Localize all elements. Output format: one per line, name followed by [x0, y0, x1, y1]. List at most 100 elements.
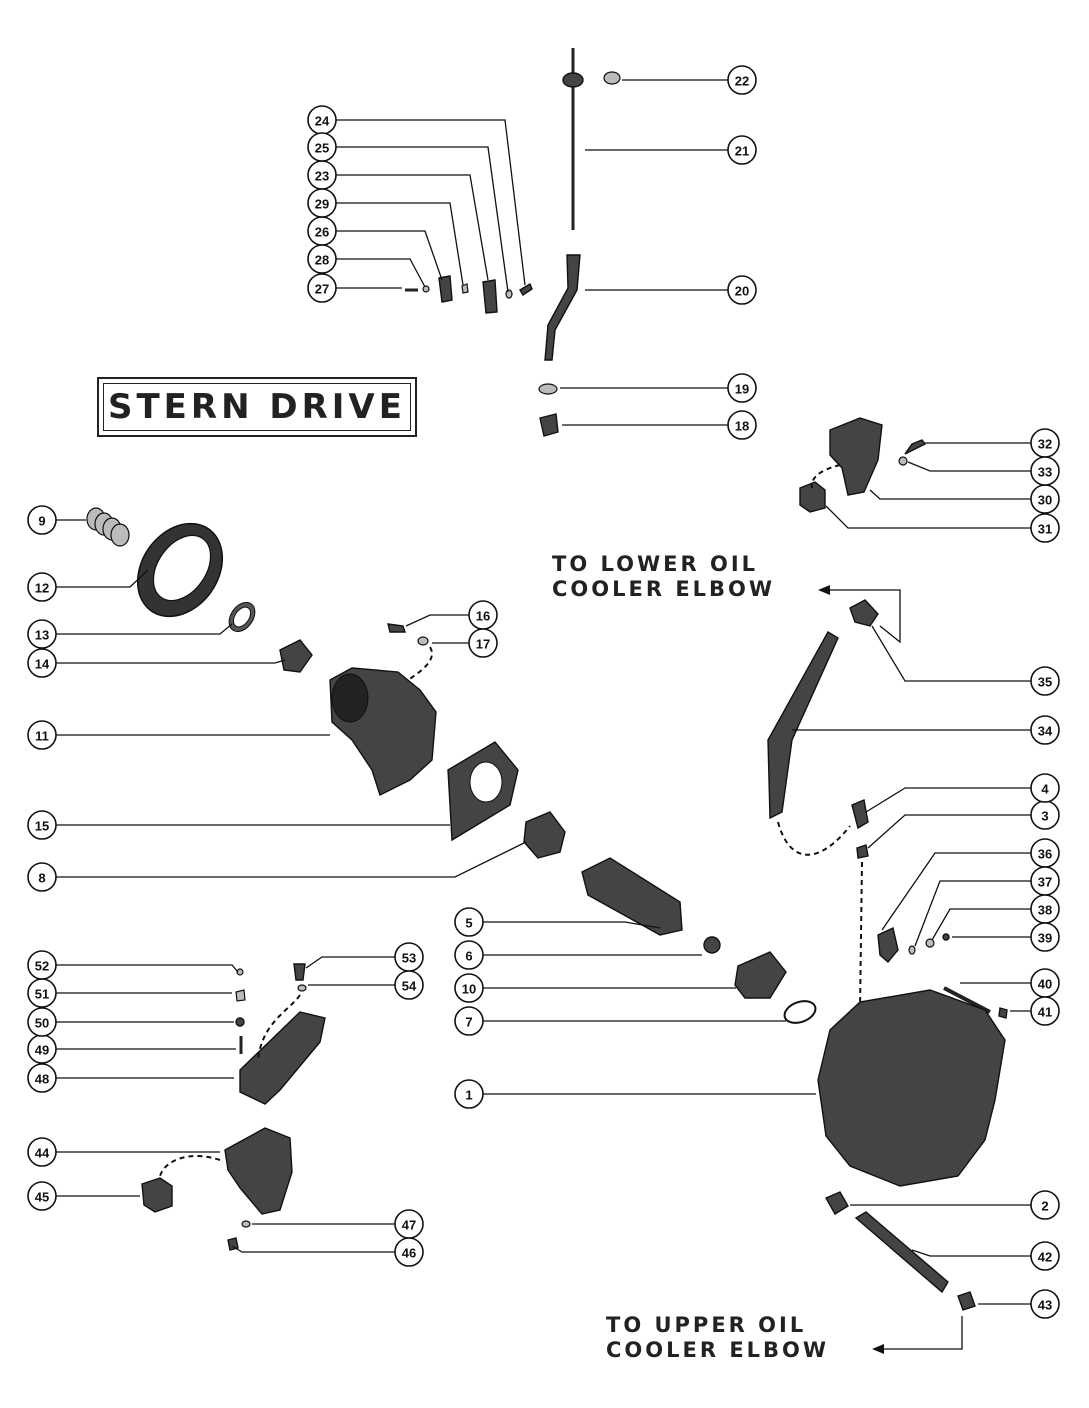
callout-bubble-35 — [1030, 666, 1060, 696]
lower-note-line-2: COOLER ELBOW — [552, 577, 776, 601]
callout-bubble-1 — [454, 1079, 484, 1109]
callout-33: 33 — [907, 456, 1060, 486]
part-6-nut — [703, 936, 721, 954]
part-3-dash — [859, 861, 863, 1011]
callout-number-48: 48 — [35, 1072, 49, 1087]
callout-bubble-31 — [1030, 513, 1060, 543]
callout-1: 1 — [454, 1079, 816, 1109]
leader-line-8 — [56, 841, 527, 878]
callout-42: 42 — [911, 1241, 1060, 1271]
callout-bubble-10 — [454, 973, 484, 1003]
callout-2: 2 — [850, 1190, 1060, 1220]
callout-bubble-33 — [1030, 456, 1060, 486]
part-43-elbow — [957, 1291, 976, 1311]
part-5-shaft — [581, 857, 683, 936]
callout-21: 21 — [585, 135, 757, 165]
part-40-stud — [943, 986, 991, 1014]
upper-oil-cooler-note: TO UPPER OIL COOLER ELBOW — [606, 1313, 829, 1363]
callout-number-2: 2 — [1041, 1199, 1048, 1214]
callout-32: 32 — [925, 428, 1060, 458]
leader-line-35 — [871, 625, 1031, 682]
callout-24: 24 — [307, 105, 526, 286]
callout-bubble-50 — [27, 1007, 57, 1037]
callout-43: 43 — [978, 1289, 1060, 1319]
callout-number-7: 7 — [465, 1015, 472, 1030]
title-inner-border: STERN DRIVE — [103, 383, 411, 431]
leader-line-12 — [56, 569, 149, 588]
callout-13: 13 — [27, 619, 233, 649]
callout-number-18: 18 — [735, 419, 749, 434]
part-20-tube — [544, 254, 581, 361]
lower-oil-cooler-note: TO LOWER OIL COOLER ELBOW — [552, 552, 775, 602]
callout-bubble-44 — [27, 1137, 57, 1167]
part-54 — [297, 984, 307, 992]
part-1-housing — [817, 989, 1006, 1187]
callout-7: 7 — [454, 1006, 786, 1036]
callout-number-32: 32 — [1038, 437, 1052, 452]
callout-8: 8 — [27, 841, 527, 892]
part-17-washer — [417, 636, 429, 646]
callout-6: 6 — [454, 940, 702, 970]
leader-line-26 — [336, 230, 443, 281]
part-52 — [236, 968, 244, 976]
leader-line-29 — [336, 202, 464, 286]
callout-number-5: 5 — [465, 916, 472, 931]
part-46-screw — [227, 1237, 239, 1251]
callout-54: 54 — [308, 970, 424, 1000]
callout-number-35: 35 — [1038, 675, 1052, 690]
part-31-bushing — [799, 481, 826, 513]
callout-bubble-39 — [1030, 922, 1060, 952]
title-box: STERN DRIVE — [97, 377, 417, 437]
callout-bubble-17 — [468, 628, 498, 658]
callout-bubble-41 — [1030, 996, 1060, 1026]
callout-bubble-34 — [1030, 715, 1060, 745]
callout-49: 49 — [27, 1034, 236, 1064]
part-34-hose — [767, 631, 839, 820]
callout-51: 51 — [27, 978, 232, 1008]
callout-bubble-21 — [727, 135, 757, 165]
leader-line-31 — [825, 505, 1031, 529]
callout-bubble-28 — [307, 244, 337, 274]
lower-note-line-1: TO LOWER OIL — [552, 552, 759, 576]
callout-number-1: 1 — [465, 1088, 472, 1103]
part-33-washer — [898, 456, 908, 466]
leader-line-30 — [869, 489, 1031, 500]
callout-35: 35 — [871, 625, 1060, 696]
callout-number-14: 14 — [35, 657, 50, 672]
leader-line-37 — [914, 880, 1031, 947]
callout-bubble-27 — [307, 273, 337, 303]
callout-bubble-4 — [1030, 773, 1060, 803]
part-48-bracket — [239, 1011, 326, 1105]
callout-number-19: 19 — [735, 382, 749, 397]
callout-bubble-15 — [27, 810, 57, 840]
part-drawings — [86, 48, 1008, 1354]
callout-3: 3 — [867, 800, 1060, 849]
part-32-screw — [904, 439, 927, 455]
part-51 — [235, 989, 246, 1002]
part-28 — [422, 285, 430, 293]
callout-31: 31 — [825, 505, 1060, 543]
callout-number-46: 46 — [402, 1246, 416, 1261]
callout-number-43: 43 — [1038, 1298, 1052, 1313]
callout-36: 36 — [881, 838, 1060, 931]
page-title: STERN DRIVE — [108, 387, 406, 427]
part-10-bearing — [734, 951, 787, 999]
part-47-washer — [241, 1220, 251, 1228]
callout-number-11: 11 — [35, 729, 49, 744]
leader-line-52 — [56, 964, 239, 973]
part-38 — [925, 938, 935, 948]
part-16-screw — [387, 623, 406, 633]
callout-number-23: 23 — [315, 169, 329, 184]
callout-number-8: 8 — [38, 871, 45, 886]
part-4-fitting — [851, 799, 869, 830]
part-7-snapring — [783, 1000, 817, 1024]
callout-46: 46 — [231, 1237, 424, 1267]
callout-25: 25 — [307, 132, 509, 293]
part-45-bushing — [141, 1177, 173, 1213]
part-36 — [877, 926, 899, 963]
callout-40: 40 — [960, 968, 1060, 998]
callout-number-52: 52 — [35, 959, 49, 974]
part-26 — [438, 275, 453, 303]
callout-number-4: 4 — [1041, 782, 1049, 797]
callout-number-53: 53 — [402, 951, 416, 966]
